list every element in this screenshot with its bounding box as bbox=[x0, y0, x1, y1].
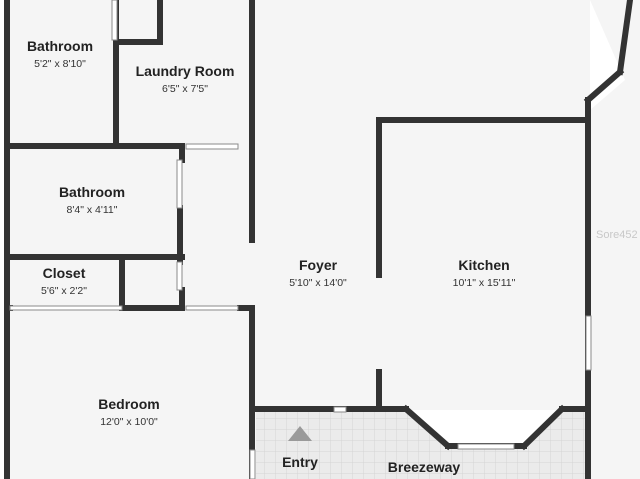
laundry-room-name: Laundry Room bbox=[136, 63, 235, 79]
floor-fill bbox=[10, 0, 640, 479]
breezeway-name: Breezeway bbox=[388, 459, 461, 475]
bathroom-top-dims: 5'2" x 8'10" bbox=[34, 58, 86, 70]
windows bbox=[9, 0, 592, 479]
kitchen-name: Kitchen bbox=[458, 257, 509, 273]
watermark-text: Sore452 bbox=[596, 229, 638, 241]
bedroom-dims: 12'0" x 10'0" bbox=[100, 416, 158, 428]
foyer-dims: 5'10" x 14'0" bbox=[289, 277, 347, 289]
bathroom-top-name: Bathroom bbox=[27, 38, 93, 54]
laundry-room-dims: 6'5" x 7'5" bbox=[162, 83, 208, 95]
closet-name: Closet bbox=[43, 265, 86, 281]
kitchen-dims: 10'1" x 15'11" bbox=[453, 277, 516, 289]
bathroom-mid-name: Bathroom bbox=[59, 184, 125, 200]
foyer-name: Foyer bbox=[299, 257, 338, 273]
entry-arrow-icon bbox=[288, 426, 312, 441]
closet-dims: 5'6" x 2'2" bbox=[41, 285, 87, 297]
bathroom-mid-dims: 8'4" x 4'11" bbox=[67, 204, 118, 216]
breezeway-patio bbox=[256, 410, 586, 479]
entry-name: Entry bbox=[282, 454, 318, 470]
bedroom-name: Bedroom bbox=[98, 396, 159, 412]
